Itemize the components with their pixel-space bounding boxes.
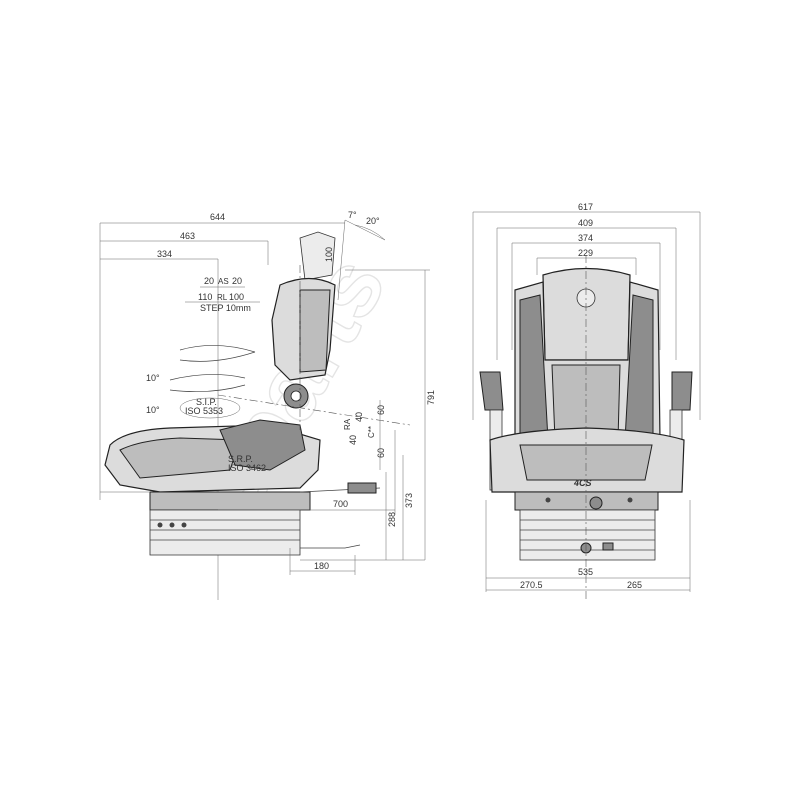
dim-409: 409 [578, 218, 593, 228]
dim-373: 373 [404, 493, 414, 508]
dim-229: 229 [578, 248, 593, 258]
dim-334: 334 [157, 249, 172, 259]
dim-rl-right: 100 [229, 292, 244, 302]
label-iso3462: ISO 3462 [228, 463, 266, 473]
dim-40b: 40 [348, 435, 358, 445]
dim-as-right: 20 [232, 276, 242, 286]
dim-535: 535 [578, 567, 593, 577]
label-as: AS [218, 277, 229, 286]
dim-288: 288 [387, 512, 397, 527]
label-iso5353: ISO 5353 [185, 406, 223, 416]
angle-10-lower: 10° [146, 405, 160, 415]
side-view: 644 463 334 20 AS 20 110 RL 100 STEP 10m… [99, 210, 436, 600]
dim-60a: 60 [376, 405, 386, 415]
angle-7: 7° [348, 210, 357, 220]
label-step: STEP 10mm [200, 303, 251, 313]
dim-700: 700 [333, 499, 348, 509]
label-c: C** [367, 426, 376, 438]
dim-270: 270.5 [520, 580, 543, 590]
label-sip: S.I.P. [196, 397, 217, 407]
angle-20: 20° [366, 216, 380, 226]
dim-rl-left: 110 [198, 292, 212, 302]
dim-180: 180 [314, 561, 329, 571]
dim-60b: 60 [376, 448, 386, 458]
brand-label: 4CS [573, 478, 592, 488]
dim-40: 40 [354, 412, 364, 422]
dim-644: 644 [210, 212, 225, 222]
label-srp: S.R.P. [228, 454, 253, 464]
dim-791: 791 [426, 390, 436, 405]
dim-617: 617 [578, 202, 593, 212]
dim-265: 265 [627, 580, 642, 590]
front-view: 617 409 374 229 4CS [472, 202, 701, 600]
dim-374: 374 [578, 233, 593, 243]
angle-10-upper: 10° [146, 373, 160, 383]
dim-as-left: 20 [204, 276, 214, 286]
dim-463: 463 [180, 231, 195, 241]
label-rl: RL [217, 293, 228, 302]
label-ra: RA [343, 418, 352, 430]
dim-headrest: 100 [324, 247, 334, 262]
